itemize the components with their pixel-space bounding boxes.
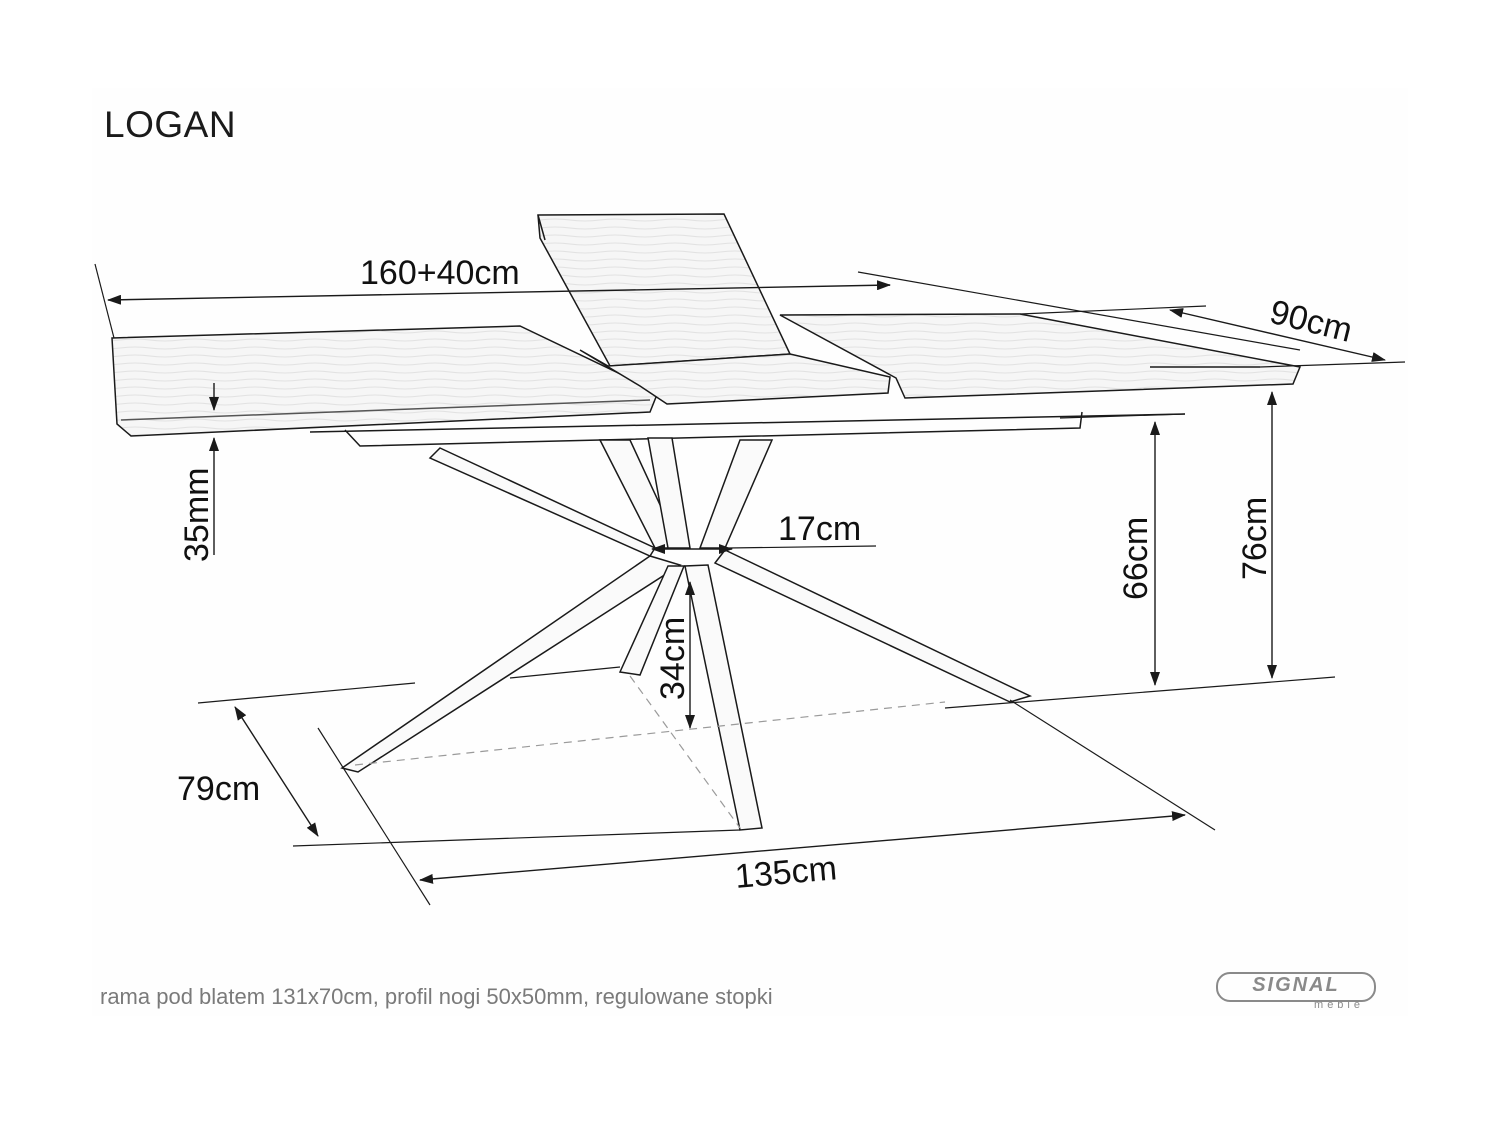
width-label: 90cm — [1266, 293, 1356, 350]
length-arrow — [107, 280, 891, 305]
logo-subtitle: meble — [1314, 999, 1364, 1011]
frame-apron — [309, 411, 1186, 447]
star-base-legs — [340, 437, 1033, 831]
product-title: LOGAN — [104, 104, 237, 145]
logo-outline — [1216, 972, 1376, 1002]
thickness-label: 35mm — [178, 468, 216, 562]
leg-spacing-label: 17cm — [778, 510, 861, 548]
base-depth-arrow — [234, 706, 319, 837]
base-length-label: 135cm — [733, 849, 838, 896]
tabletop-left — [111, 325, 659, 437]
width-arrow — [1169, 308, 1386, 362]
logo-wordmark: SIGNAL — [1252, 974, 1340, 996]
tabletop-center — [579, 349, 891, 405]
floor-guides — [354, 675, 946, 829]
signal-logo: SIGNAL meble — [1216, 972, 1376, 1016]
frame-clearance-label: 66cm — [1117, 517, 1155, 600]
cross-height-label: 34cm — [654, 617, 692, 700]
base-length-arrow — [419, 811, 1186, 884]
dimension-arrows — [107, 280, 1386, 884]
base-depth-label: 79cm — [177, 770, 260, 808]
total-height-label: 76cm — [1236, 497, 1274, 580]
specification-note: rama pod blatem 131x70cm, profil nogi 50… — [100, 984, 773, 1009]
length-label: 160+40cm — [360, 254, 520, 292]
